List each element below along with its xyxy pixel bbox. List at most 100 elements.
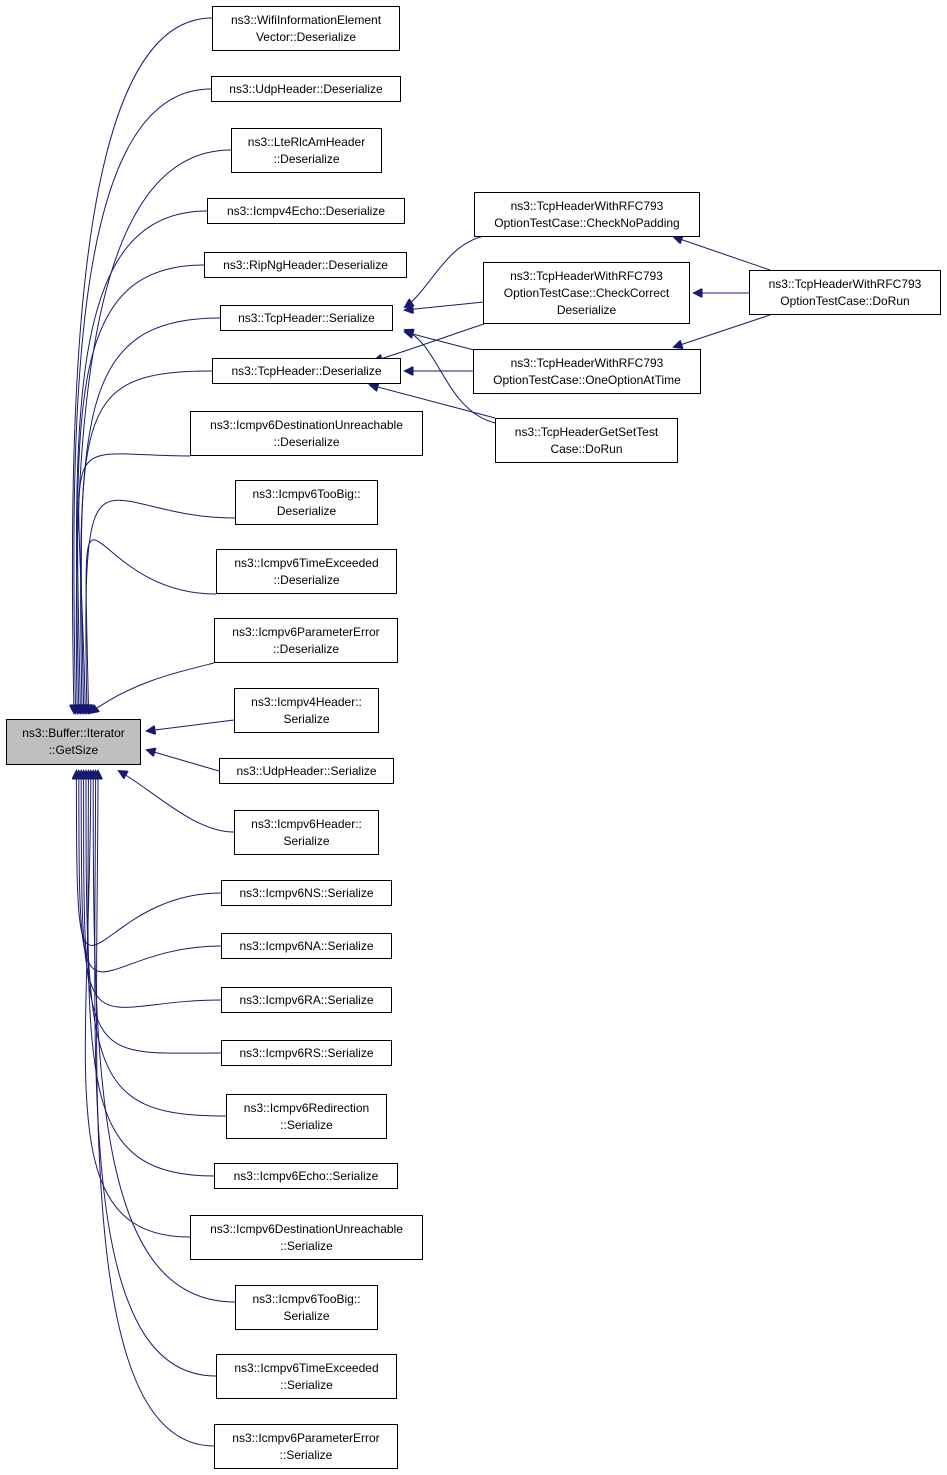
- node-label-line: OptionTestCase::CheckNoPadding: [494, 215, 680, 230]
- node-label-line: ns3::Icmpv6ParameterError: [232, 1430, 380, 1445]
- node-label-line: OptionTestCase::CheckCorrect: [503, 285, 670, 300]
- node-label-line: ns3::Icmpv6Echo::Serialize: [233, 1168, 379, 1183]
- node-ripngheader-deserialize[interactable]: ns3::RipNgHeader::Deserialize: [204, 252, 407, 278]
- node-label-line: ::Deserialize: [273, 434, 340, 449]
- node-label-line: ns3::Icmpv6TimeExceeded: [234, 555, 379, 570]
- edge-serialize-oneoption: [405, 332, 475, 351]
- node-label-line: ::Deserialize: [272, 641, 340, 656]
- node-label-line: ns3::Icmpv4Echo::Deserialize: [226, 203, 386, 218]
- node-wifi-information-element-vector-deserialize[interactable]: ns3::WifiInformationElement Vector::Dese…: [212, 6, 400, 51]
- node-label-line: ns3::Icmpv6TooBig::: [252, 1291, 361, 1306]
- edge-to-root: [79, 771, 222, 973]
- node-buffer-iterator-getsize: ns3::Buffer::Iterator ::GetSize: [6, 719, 141, 765]
- edge-to-root: [86, 539, 217, 713]
- node-label-line: ::Serialize: [280, 1377, 333, 1392]
- node-icmpv6toobig-serialize[interactable]: ns3::Icmpv6TooBig:: Serialize: [235, 1285, 378, 1330]
- node-icmpv6header-serialize[interactable]: ns3::Icmpv6Header:: Serialize: [234, 810, 379, 855]
- node-label-line: ns3::UdpHeader::Deserialize: [229, 81, 383, 96]
- edge-serialize-checknopadding: [405, 235, 485, 307]
- node-icmpv6parametererror-serialize[interactable]: ns3::Icmpv6ParameterError ::Serialize: [214, 1424, 398, 1469]
- node-icmpv6parametererror-deserialize[interactable]: ns3::Icmpv6ParameterError ::Deserialize: [214, 618, 398, 663]
- edge-serialize-getset: [405, 330, 496, 424]
- node-label-line: Vector::Deserialize: [255, 29, 357, 44]
- node-icmpv6ns-serialize[interactable]: ns3::Icmpv6NS::Serialize: [221, 880, 392, 906]
- node-label-line: Case::DoRun: [550, 441, 623, 456]
- node-lterlcamheader-deserialize[interactable]: ns3::LteRlcAmHeader ::Deserialize: [231, 128, 382, 173]
- edge-checknopadding-dorun: [674, 237, 771, 271]
- node-label-line: ns3::Icmpv6RA::Serialize: [239, 992, 374, 1007]
- edge-to-root: [90, 662, 215, 713]
- node-label-line: Serialize: [283, 833, 330, 848]
- node-label-line: ns3::TcpHeaderWithRFC793: [510, 198, 664, 213]
- node-udpheader-serialize[interactable]: ns3::UdpHeader::Serialize: [219, 758, 394, 784]
- node-label-line: ns3::TcpHeaderWithRFC793: [510, 268, 663, 283]
- node-icmpv4header-serialize[interactable]: ns3::Icmpv4Header:: Serialize: [234, 688, 379, 733]
- node-icmpv6echo-serialize[interactable]: ns3::Icmpv6Echo::Serialize: [214, 1163, 398, 1189]
- node-icmpv6timeexceeded-serialize[interactable]: ns3::Icmpv6TimeExceeded ::Serialize: [216, 1354, 397, 1399]
- edge-to-root: [96, 771, 215, 1447]
- node-label-line: ns3::Icmpv6Redirection: [243, 1100, 370, 1115]
- edge-to-root: [81, 771, 222, 1008]
- node-label-line: ns3::Icmpv6ParameterError: [232, 624, 380, 639]
- edge-to-root: [119, 771, 235, 833]
- node-label-line: OptionTestCase::OneOptionAtTime: [493, 372, 681, 387]
- node-icmpv6na-serialize[interactable]: ns3::Icmpv6NA::Serialize: [221, 933, 392, 959]
- node-label-line: ns3::Icmpv6DestinationUnreachable: [210, 1221, 403, 1236]
- node-tcpheader-serialize[interactable]: ns3::TcpHeader::Serialize: [220, 305, 393, 331]
- edge-to-root: [78, 264, 205, 713]
- edge-to-root: [80, 317, 221, 713]
- edge-to-root: [95, 771, 217, 1377]
- node-udpheader-deserialize[interactable]: ns3::UdpHeader::Deserialize: [211, 76, 401, 102]
- node-icmpv6ra-serialize[interactable]: ns3::Icmpv6RA::Serialize: [221, 987, 392, 1013]
- node-label-line: ns3::TcpHeaderWithRFC793: [768, 276, 922, 291]
- node-label-line: ns3::WifiInformationElement: [230, 12, 382, 27]
- edge-to-root: [86, 499, 236, 713]
- node-label-line: ns3::Icmpv6NS::Serialize: [239, 885, 374, 900]
- node-icmpv6destinationunreachable-deserialize[interactable]: ns3::Icmpv6DestinationUnreachable ::Dese…: [190, 411, 423, 456]
- edge-to-root: [78, 453, 191, 713]
- node-label-line: ns3::Icmpv6Header::: [251, 816, 362, 831]
- node-label-line: Deserialize: [556, 302, 617, 317]
- node-label-line: ::Deserialize: [273, 151, 340, 166]
- edge-serialize-checkcorrect: [405, 301, 485, 310]
- node-label-line: ::Serialize: [280, 1117, 333, 1132]
- node-label-line: ::Serialize: [280, 1238, 333, 1253]
- node-label-line: ns3::TcpHeaderWithRFC793: [510, 355, 664, 370]
- node-rfc793-checknopadding[interactable]: ns3::TcpHeaderWithRFC793 OptionTestCase:…: [474, 192, 700, 237]
- node-label-line: ns3::TcpHeader::Deserialize: [231, 363, 382, 378]
- node-label-line: ns3::TcpHeader::Serialize: [238, 310, 375, 325]
- node-tcpheader-deserialize[interactable]: ns3::TcpHeader::Deserialize: [212, 358, 401, 384]
- edge-deserialize-getset: [370, 385, 496, 419]
- node-label-line: OptionTestCase::DoRun: [780, 293, 910, 308]
- node-rfc793-checkcorrectdeserialize[interactable]: ns3::TcpHeaderWithRFC793 OptionTestCase:…: [483, 262, 690, 324]
- node-icmpv6destinationunreachable-serialize[interactable]: ns3::Icmpv6DestinationUnreachable ::Seri…: [190, 1215, 423, 1260]
- node-label-line: ::GetSize: [48, 743, 99, 757]
- node-rfc793-dorun[interactable]: ns3::TcpHeaderWithRFC793 OptionTestCase:…: [749, 270, 941, 315]
- edge-to-root: [147, 719, 235, 731]
- edge-to-root: [88, 771, 215, 1177]
- node-icmpv6redirection-serialize[interactable]: ns3::Icmpv6Redirection ::Serialize: [226, 1094, 387, 1139]
- node-rfc793-oneoptionattime[interactable]: ns3::TcpHeaderWithRFC793 OptionTestCase:…: [473, 349, 701, 394]
- edge-to-root: [74, 88, 212, 713]
- node-label-line: ns3::UdpHeader::Serialize: [236, 763, 377, 778]
- node-label-line: ns3::Icmpv6NA::Serialize: [239, 938, 374, 953]
- edge-to-root: [72, 17, 213, 713]
- node-icmpv6toobig-deserialize[interactable]: ns3::Icmpv6TooBig:: Deserialize: [235, 480, 378, 525]
- node-icmpv6rs-serialize[interactable]: ns3::Icmpv6RS::Serialize: [221, 1040, 392, 1066]
- node-icmpv4echo-deserialize[interactable]: ns3::Icmpv4Echo::Deserialize: [207, 198, 405, 224]
- node-label-line: ns3::Icmpv6TimeExceeded: [234, 1360, 379, 1375]
- node-label-line: ns3::Icmpv6TooBig::: [252, 486, 361, 501]
- node-label-line: Serialize: [283, 711, 330, 726]
- node-label-line: Serialize: [283, 1308, 330, 1323]
- node-label-line: ns3::Icmpv6DestinationUnreachable: [210, 417, 403, 432]
- edge-oneoption-dorun: [674, 314, 771, 347]
- node-label-line: ns3::Icmpv6RS::Serialize: [239, 1045, 374, 1060]
- node-label-line: ns3::Icmpv4Header::: [251, 694, 362, 709]
- node-label-line: ns3::RipNgHeader::Deserialize: [223, 257, 388, 272]
- edge-deserialize-checkcorrect: [374, 323, 485, 361]
- node-tcpheadergetsettest-dorun[interactable]: ns3::TcpHeaderGetSetTest Case::DoRun: [495, 418, 678, 463]
- node-label-line: ::Deserialize: [273, 572, 340, 587]
- node-icmpv6timeexceeded-deserialize[interactable]: ns3::Icmpv6TimeExceeded ::Deserialize: [216, 549, 397, 594]
- edge-to-root: [147, 750, 220, 772]
